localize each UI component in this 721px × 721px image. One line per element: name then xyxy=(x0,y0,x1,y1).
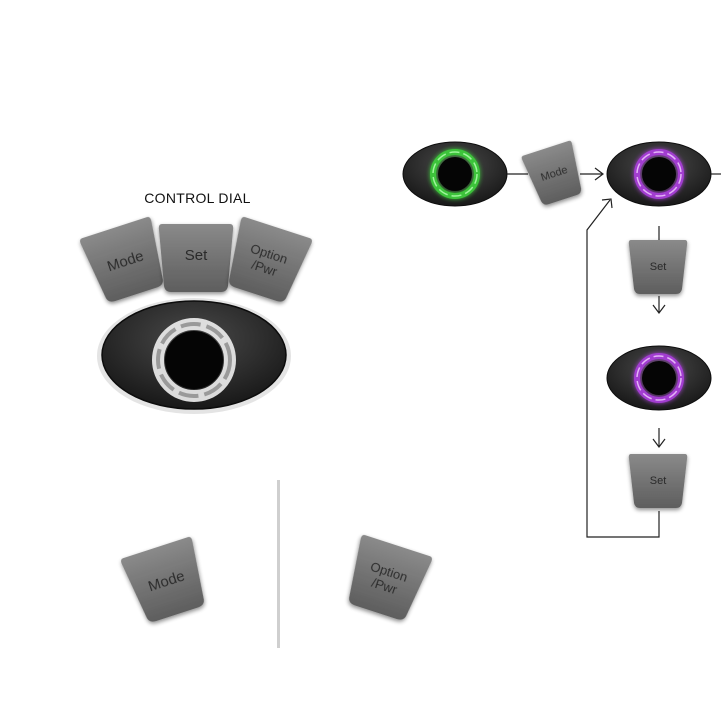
bottom-option-pwr-button[interactable]: Option /Pwr xyxy=(340,534,432,624)
set-button[interactable]: Set xyxy=(159,224,233,292)
mode-button[interactable]: Mode xyxy=(79,216,171,306)
purple-ring-dial-middle xyxy=(607,346,711,410)
flow-arrow-3 xyxy=(653,428,665,447)
flow-arrow-1 xyxy=(580,168,603,180)
purple-ring-dial-top xyxy=(607,142,711,206)
control-dial: Mode Set Option /Pwr xyxy=(79,216,313,414)
flow-set-label-2: Set xyxy=(650,475,667,487)
flow-set-label-1: Set xyxy=(650,261,667,273)
dial-ring[interactable] xyxy=(158,324,230,396)
option-pwr-button[interactable]: Option /Pwr xyxy=(220,216,312,306)
flow-mode-button[interactable]: Mode xyxy=(521,140,588,208)
flow-set-button-1[interactable]: Set xyxy=(629,240,688,294)
bottom-mode-button[interactable]: Mode xyxy=(120,536,212,626)
flow-set-button-2[interactable]: Set xyxy=(629,454,688,508)
set-button-label: Set xyxy=(185,247,208,264)
green-ring-dial xyxy=(403,142,507,206)
flow-arrow-2 xyxy=(653,296,665,313)
